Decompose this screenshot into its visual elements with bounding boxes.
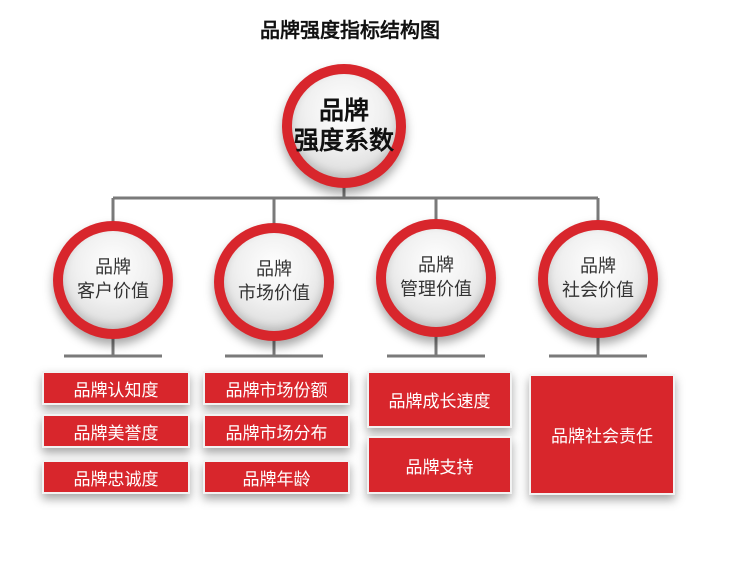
category-node-social-value: 品牌 社会价值: [538, 220, 658, 338]
root-node-label-2: 强度系数: [293, 126, 394, 155]
indicator-box: 品牌市场分布: [203, 414, 350, 448]
indicator-box: 品牌市场份额: [203, 371, 350, 405]
indicator-box: 品牌忠诚度: [42, 460, 190, 494]
indicator-box: 品牌社会责任: [529, 374, 675, 495]
category-node-management-value: 品牌 管理价值: [376, 219, 496, 337]
indicator-box: 品牌成长速度: [367, 371, 512, 428]
category-node-label-2: 管理价值: [400, 279, 472, 300]
root-node: 品牌 强度系数: [282, 64, 406, 188]
indicator-box: 品牌美誉度: [42, 414, 190, 448]
indicator-box: 品牌认知度: [42, 371, 190, 405]
category-node-market-value: 品牌 市场价值: [214, 223, 334, 341]
category-node-customer-value: 品牌 客户价值: [53, 221, 173, 339]
category-node-label-2: 社会价值: [562, 280, 634, 301]
category-node-label-2: 客户价值: [77, 281, 149, 302]
category-node-label-1: 品牌: [256, 259, 292, 280]
diagram-title: 品牌强度指标结构图: [260, 18, 440, 42]
category-node-label-1: 品牌: [580, 256, 616, 277]
root-node-label-1: 品牌: [318, 96, 369, 125]
indicator-box: 品牌支持: [367, 436, 512, 494]
category-node-label-1: 品牌: [418, 255, 454, 276]
indicator-box: 品牌年龄: [203, 460, 350, 494]
category-node-label-2: 市场价值: [238, 283, 310, 304]
category-node-label-1: 品牌: [95, 257, 131, 278]
